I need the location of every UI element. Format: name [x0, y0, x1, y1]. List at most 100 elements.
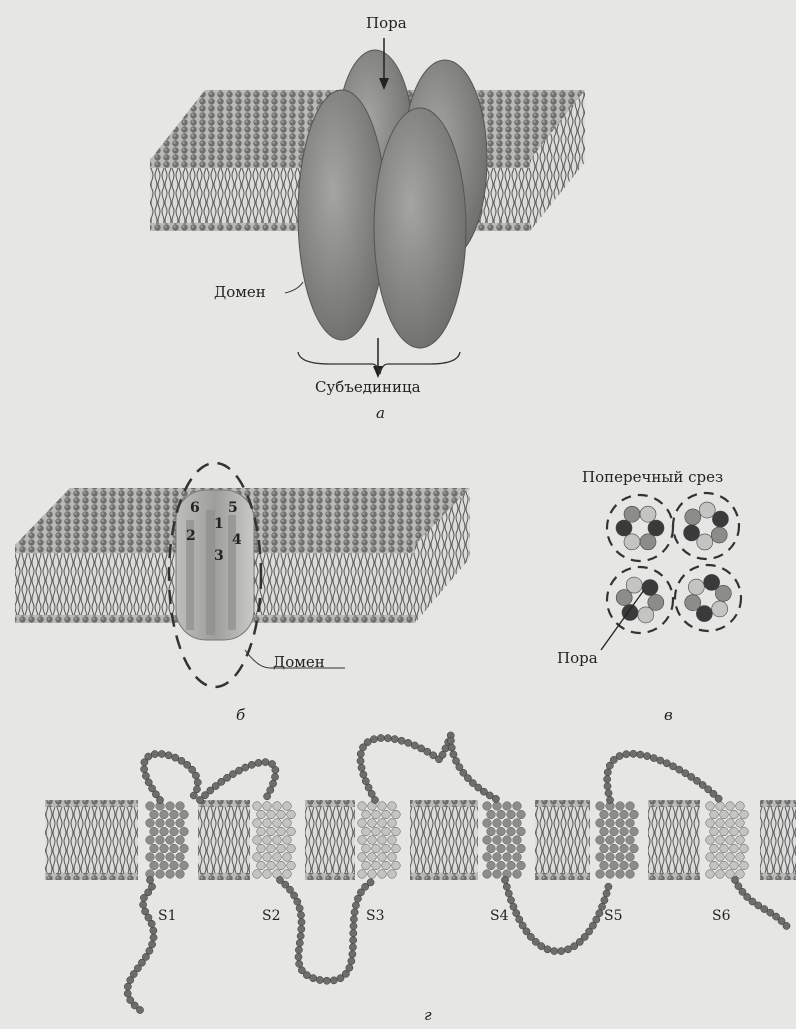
peptide-bead — [604, 776, 611, 783]
helix-s1 — [146, 802, 189, 879]
helix-bead — [146, 853, 155, 862]
peptide-bead — [346, 964, 353, 971]
helix-bead — [503, 836, 512, 845]
peptide-bead — [165, 752, 172, 759]
peptide-bead — [604, 769, 611, 776]
helix-bead — [388, 870, 397, 879]
helix-bead — [487, 827, 496, 836]
helix-bead — [706, 836, 715, 845]
helix-bead — [487, 810, 496, 819]
peptide-bead — [349, 944, 356, 951]
segment-labels: S1S2S3S4S5S6 — [158, 908, 731, 924]
helix-bead — [596, 802, 605, 811]
peptide-bead — [551, 947, 558, 954]
helix-bead — [715, 585, 731, 601]
helix-bead — [166, 870, 175, 879]
lipid-heads — [305, 873, 355, 880]
cross-section — [607, 493, 741, 633]
helix-bead — [368, 819, 377, 828]
peptide-loop — [731, 876, 790, 929]
helix-bead — [180, 827, 189, 836]
lipid-heads — [648, 800, 700, 807]
helix-bead — [630, 861, 639, 870]
helix-bead — [610, 844, 619, 853]
peptide-bead — [507, 897, 514, 904]
helix-bead — [688, 579, 704, 595]
helix-bead — [358, 870, 367, 879]
helix-bead — [513, 819, 522, 828]
lipid-heads — [648, 873, 700, 880]
helix-bead — [710, 810, 719, 819]
peptide-bead — [242, 764, 249, 771]
channel-protein-a — [298, 38, 487, 378]
helix-bead — [616, 802, 625, 811]
peptide-bead — [623, 751, 630, 758]
helix-bead — [626, 836, 635, 845]
lipid-tails — [45, 807, 138, 873]
helix-bead — [648, 520, 664, 536]
helix-bead — [596, 836, 605, 845]
lipid-heads — [198, 800, 250, 807]
helix-bead — [716, 836, 725, 845]
peptide-bead — [150, 927, 157, 934]
helix-bead — [507, 827, 516, 836]
domain-dashed-circle — [675, 565, 741, 631]
peptide-bead — [348, 957, 355, 964]
helix-bead — [726, 819, 735, 828]
helix-bead — [720, 844, 729, 853]
helix-bead — [487, 844, 496, 853]
peptide-bead — [501, 876, 508, 883]
peptide-bead — [391, 736, 398, 743]
helix-bead — [517, 810, 526, 819]
helix-bead — [267, 827, 276, 836]
helix-bead — [497, 844, 506, 853]
helix-bead — [684, 525, 700, 541]
domain-leader-a — [285, 282, 303, 293]
helix-bead — [503, 853, 512, 862]
peptide-bead — [271, 773, 278, 780]
helix-bead — [146, 819, 155, 828]
helix-bead — [273, 853, 282, 862]
helix-bead — [493, 819, 502, 828]
helix-bead — [699, 502, 715, 518]
peptide-bead — [367, 879, 374, 886]
helix-bead — [283, 853, 292, 862]
helix-bead — [736, 836, 745, 845]
peptide-bead — [262, 759, 269, 766]
peptide-bead — [295, 946, 302, 953]
helix-bead — [620, 827, 629, 836]
helix-bead — [730, 827, 739, 836]
helix-bead — [483, 870, 492, 879]
helix-bead — [706, 802, 715, 811]
helix-number-6: 6 — [190, 500, 200, 516]
helix-bead — [710, 844, 719, 853]
peptide-bead — [357, 750, 364, 757]
helix-bead — [596, 819, 605, 828]
helix-bead — [710, 827, 719, 836]
helix-bead — [368, 836, 377, 845]
helix-bead — [263, 836, 272, 845]
helix-bead — [600, 844, 609, 853]
peptide-bead — [411, 742, 418, 749]
helix-bead — [730, 861, 739, 870]
helix-bead — [716, 870, 725, 879]
helix-bead — [170, 827, 179, 836]
peptide-bead — [447, 737, 454, 744]
helix-bead — [483, 802, 492, 811]
helix-bead — [150, 861, 159, 870]
helix-bead — [716, 802, 725, 811]
helix-bead — [716, 853, 725, 862]
helix-bead — [720, 827, 729, 836]
helix-bead — [610, 827, 619, 836]
helix-bead — [160, 810, 169, 819]
helix-bead — [156, 870, 165, 879]
helix-bead — [253, 870, 262, 879]
helix-bead — [273, 819, 282, 828]
helix-bead — [513, 870, 522, 879]
helix-bead — [257, 827, 266, 836]
helix-bead — [630, 844, 639, 853]
helix-bead — [287, 810, 296, 819]
panel-label-c: в — [664, 706, 673, 724]
cross-section-domain — [607, 567, 673, 633]
